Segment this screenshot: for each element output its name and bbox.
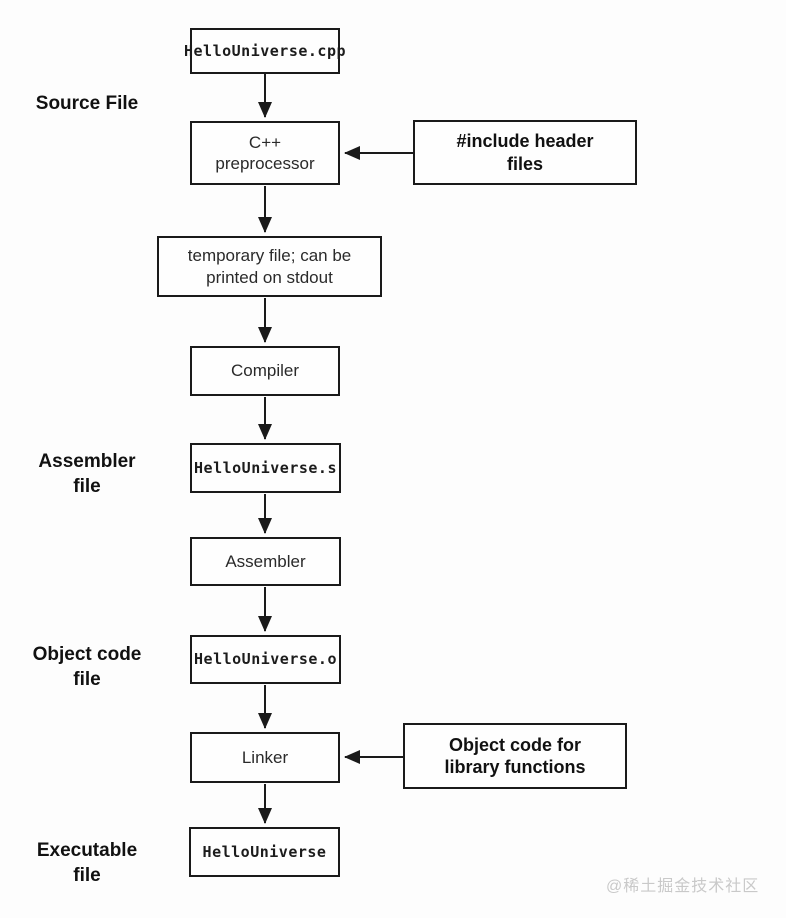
node-assembler-box: Assembler (190, 537, 341, 586)
watermark-text: @稀土掘金技术社区 (606, 878, 760, 895)
node-source-file-box: HelloUniverse.cpp (184, 28, 346, 74)
node-preprocessor-box: C++ preprocessor (190, 121, 340, 185)
stage-label-assembler-file: Assembler file (38, 451, 136, 497)
stage-label-object-code-file: Object code file (32, 644, 142, 690)
node-object-file-box: HelloUniverse.o (190, 635, 341, 684)
node-assembler-file-box: HelloUniverse.s (190, 443, 341, 493)
node-compiler-box: Compiler (190, 346, 340, 396)
node-temp-file-box: temporary file; can be printed on stdout (157, 236, 382, 297)
node-object-lib-box: Object code for library functions (403, 723, 627, 789)
node-include-headers-box: #include header files (413, 120, 637, 185)
node-linker-box: Linker (190, 732, 340, 783)
stage-label-executable-file: Executable file (36, 840, 138, 886)
stage-label-source-file: Source File (35, 93, 139, 114)
node-executable-box: HelloUniverse (189, 827, 340, 877)
